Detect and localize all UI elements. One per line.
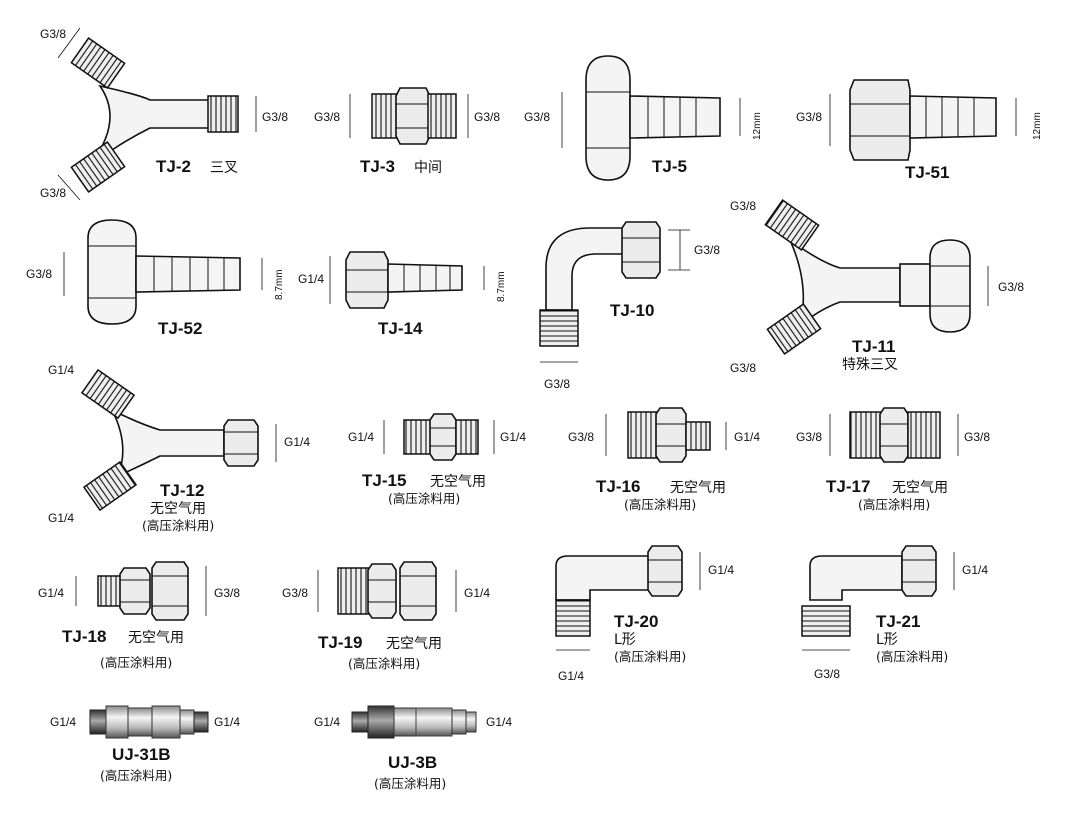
part-note: (高压涂料用)	[142, 518, 214, 533]
thread-label: G3/8	[998, 280, 1024, 294]
part-desc: 无空气用	[150, 501, 206, 517]
part-note: (高压涂料用)	[876, 649, 948, 664]
thread-label: G3/8	[262, 110, 288, 124]
thread-label: G1/4	[348, 430, 374, 444]
part-note: (高压涂料用)	[614, 649, 686, 664]
thread-label: G1/4	[48, 511, 74, 525]
hose-size-label: 8.7mm	[274, 269, 285, 300]
part-desc: L形	[614, 632, 636, 648]
part-note: (高压涂料用)	[100, 768, 172, 783]
part-code: TJ-11	[852, 337, 895, 356]
fitting-tj-15: G1/4 G1/4 TJ-15 无空气用 (高压涂料用)	[348, 413, 526, 506]
thread-label: G1/4	[734, 430, 760, 444]
part-desc: 中间	[414, 160, 442, 176]
part-code: TJ-19	[318, 633, 362, 652]
part-desc: 无空气用	[892, 480, 948, 496]
fitting-tj-11: G3/8 G3/8 G3/8 TJ-11 特殊三叉	[730, 199, 1024, 375]
fitting-tj-2: G3/8 G3/8 G3/8 TJ-2 三叉	[40, 27, 288, 201]
thread-label: G1/4	[284, 435, 310, 449]
thread-label: G3/8	[796, 430, 822, 444]
thread-label: G1/4	[214, 715, 240, 729]
part-code: TJ-21	[876, 612, 920, 631]
thread-label: G1/4	[708, 563, 734, 577]
part-code: TJ-5	[652, 157, 687, 176]
part-desc: 无空气用	[430, 474, 486, 490]
thread-label: G3/8	[964, 430, 990, 444]
fitting-tj-3: G3/8 G3/8 TJ-3 中间	[314, 87, 500, 176]
thread-label: G3/8	[474, 110, 500, 124]
part-desc: 无空气用	[670, 480, 726, 496]
part-note: (高压涂料用)	[388, 491, 460, 506]
fitting-tj-14: G1/4 8.7mm TJ-14	[298, 251, 507, 338]
thread-label: G3/8	[214, 586, 240, 600]
part-code: UJ-3B	[388, 753, 437, 772]
fitting-tj-10: G3/8 G3/8 TJ-10	[539, 221, 720, 391]
thread-label: G3/8	[40, 27, 66, 41]
thread-label: G3/8	[568, 430, 594, 444]
part-code: UJ-31B	[112, 745, 171, 764]
fitting-tj-16: G3/8 G1/4 TJ-16 无空气用 (高压涂料用)	[568, 407, 760, 512]
thread-label: G1/4	[464, 586, 490, 600]
fitting-tj-17: G3/8 G3/8 TJ-17 无空气用 (高压涂料用)	[796, 407, 990, 512]
thread-label: G3/8	[524, 110, 550, 124]
thread-label: G3/8	[314, 110, 340, 124]
part-code: TJ-52	[158, 319, 202, 338]
part-code: TJ-17	[826, 477, 870, 496]
thread-label: G3/8	[814, 667, 840, 681]
thread-label: G3/8	[26, 267, 52, 281]
thread-label: G3/8	[282, 586, 308, 600]
fitting-tj-5: G3/8 12mm TJ-5	[524, 55, 763, 181]
thread-label: G1/4	[500, 430, 526, 444]
part-code: TJ-3	[360, 157, 395, 176]
part-code: TJ-16	[596, 477, 640, 496]
part-note: (高压涂料用)	[374, 776, 446, 791]
thread-label: G1/4	[50, 715, 76, 729]
thread-label: G1/4	[486, 715, 512, 729]
thread-label: G3/8	[730, 361, 756, 375]
fitting-tj-20: G1/4 G1/4 TJ-20 L形 (高压涂料用)	[555, 545, 734, 683]
fitting-tj-51: G3/8 12mm TJ-51	[796, 79, 1043, 182]
hose-size-label: 12mm	[752, 112, 763, 140]
thread-label: G3/8	[730, 199, 756, 213]
part-code: TJ-15	[362, 471, 406, 490]
part-code: TJ-2	[156, 157, 191, 176]
thread-label: G1/4	[558, 669, 584, 683]
fitting-uj-3b: G1/4 G1/4 UJ-3B (高压涂料用)	[314, 705, 512, 791]
part-desc: 三叉	[210, 160, 238, 176]
part-desc: 无空气用	[386, 636, 442, 652]
thread-label: G1/4	[298, 272, 324, 286]
thread-label: G3/8	[694, 243, 720, 257]
part-code: TJ-20	[614, 612, 658, 631]
part-note: (高压涂料用)	[348, 656, 420, 671]
part-code: TJ-10	[610, 301, 654, 320]
hose-size-label: 12mm	[1032, 112, 1043, 140]
part-code: TJ-12	[160, 481, 204, 500]
thread-label: G3/8	[796, 110, 822, 124]
thread-label: G3/8	[544, 377, 570, 391]
thread-label: G1/4	[48, 363, 74, 377]
part-note: (高压涂料用)	[624, 497, 696, 512]
part-desc: 无空气用	[128, 630, 184, 646]
part-code: TJ-14	[378, 319, 423, 338]
thread-label: G1/4	[962, 563, 988, 577]
part-note: (高压涂料用)	[858, 497, 930, 512]
fitting-tj-18: G1/4 G3/8 TJ-18 无空气用 (高压涂料用)	[38, 561, 240, 670]
part-note: (高压涂料用)	[100, 655, 172, 670]
fitting-tj-19: G3/8 G1/4 TJ-19 无空气用 (高压涂料用)	[282, 561, 490, 671]
thread-label: G3/8	[40, 186, 66, 200]
fitting-tj-12: G1/4 G1/4 G1/4 TJ-12 无空气用 (高压涂料用)	[48, 363, 310, 533]
fitting-tj-52: G3/8 8.7mm TJ-52	[26, 219, 285, 338]
thread-label: G1/4	[314, 715, 340, 729]
part-desc: 特殊三叉	[842, 357, 898, 373]
part-desc: L形	[876, 632, 898, 648]
part-code: TJ-51	[905, 163, 949, 182]
hose-size-label: 8.7mm	[496, 271, 507, 302]
fitting-tj-21: G1/4 G3/8 TJ-21 L形 (高压涂料用)	[801, 545, 988, 681]
thread-label: G1/4	[38, 586, 64, 600]
part-code: TJ-18	[62, 627, 106, 646]
fitting-uj-31b: G1/4 G1/4 UJ-31B (高压涂料用)	[50, 705, 240, 783]
